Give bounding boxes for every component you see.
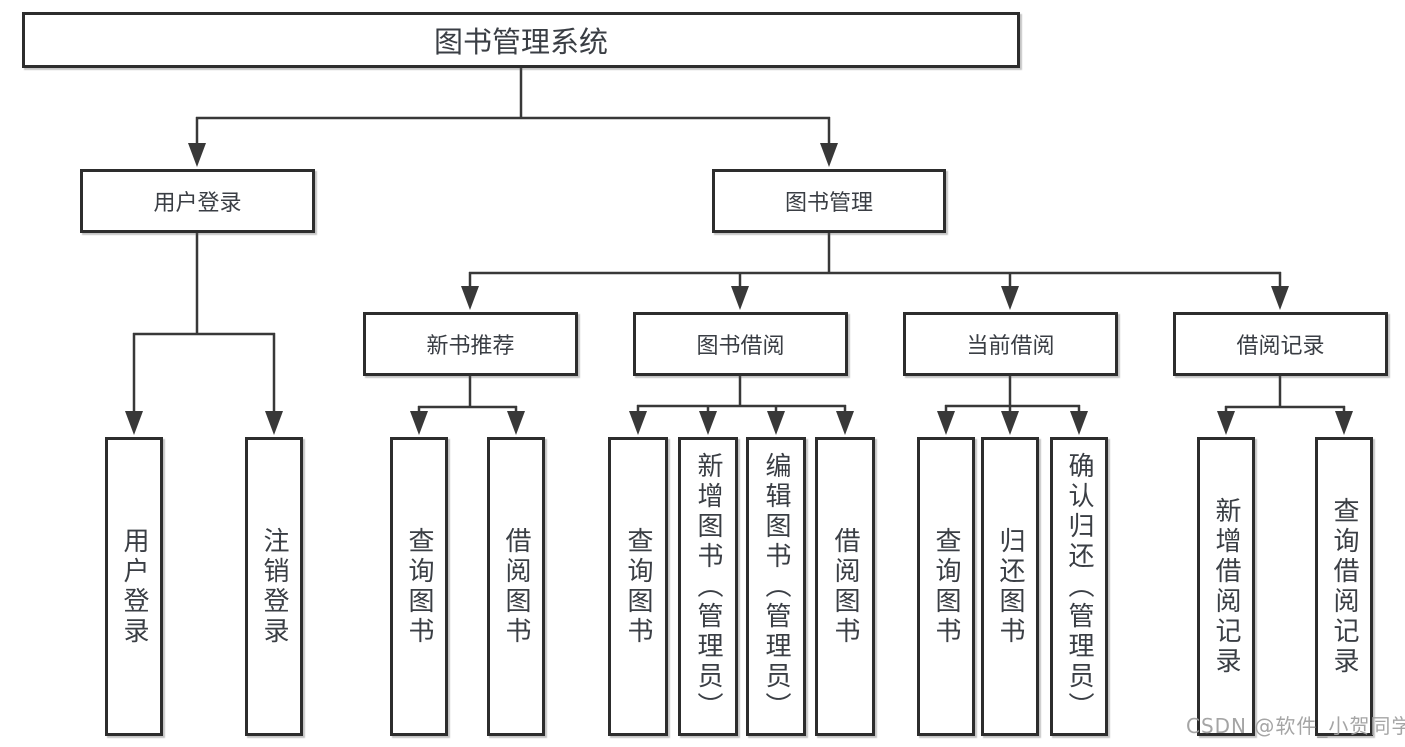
- arrow-down-icon: [731, 286, 749, 310]
- node-library-management-system: 图书管理系统: [22, 12, 1020, 68]
- arrow-down-icon: [1217, 411, 1235, 435]
- leaf-borrow-books-borrowing: 借阅图书: [815, 437, 875, 736]
- arrow-down-icon: [767, 411, 785, 435]
- arrow-down-icon: [937, 411, 955, 435]
- arrow-down-icon: [188, 143, 206, 167]
- node-book-management: 图书管理: [712, 169, 946, 233]
- arrow-down-icon: [507, 411, 525, 435]
- connector-root-to-branches: [188, 68, 838, 167]
- arrow-down-icon: [836, 411, 854, 435]
- leaf-add-book-admin: 新增图书（管理员）: [678, 437, 738, 736]
- leaf-return-books: 归还图书: [981, 437, 1039, 736]
- connector-book-management-sections: [461, 233, 1289, 310]
- arrow-down-icon: [1271, 286, 1289, 310]
- leaf-confirm-return-admin: 确认归还（管理员）: [1050, 437, 1108, 736]
- arrow-down-icon: [125, 411, 143, 435]
- node-user-login: 用户登录: [80, 169, 315, 233]
- leaf-query-books-borrowing: 查询图书: [608, 437, 668, 736]
- arrow-down-icon: [1335, 411, 1353, 435]
- node-borrowing-records: 借阅记录: [1173, 312, 1388, 376]
- leaf-query-borrow-record: 查询借阅记录: [1315, 437, 1373, 736]
- arrow-down-icon: [699, 411, 717, 435]
- arrow-down-icon: [1001, 411, 1019, 435]
- connector-new-book-children: [410, 376, 525, 435]
- leaf-query-books-recommend: 查询图书: [390, 437, 448, 736]
- leaf-edit-book-admin: 编辑图书（管理员）: [746, 437, 806, 736]
- node-book-borrowing: 图书借阅: [633, 312, 848, 376]
- arrow-down-icon: [410, 411, 428, 435]
- leaf-borrow-books-recommend: 借阅图书: [487, 437, 545, 736]
- arrow-down-icon: [1001, 286, 1019, 310]
- connector-user-login-children: [125, 233, 283, 435]
- leaf-logout: 注销登录: [245, 437, 303, 736]
- node-new-book-recommendation: 新书推荐: [363, 312, 578, 376]
- leaf-add-borrow-record: 新增借阅记录: [1197, 437, 1255, 736]
- leaf-query-books-current: 查询图书: [917, 437, 975, 736]
- arrow-down-icon: [629, 411, 647, 435]
- node-current-borrowing: 当前借阅: [903, 312, 1118, 376]
- arrow-down-icon: [461, 286, 479, 310]
- connector-book-borrowing-children: [629, 376, 854, 435]
- leaf-user-login: 用户登录: [105, 437, 163, 736]
- watermark-text: CSDN @软件_小贺同学: [1186, 714, 1405, 738]
- arrow-down-icon: [1070, 411, 1088, 435]
- connector-current-borrowing-children: [937, 376, 1088, 435]
- arrow-down-icon: [265, 411, 283, 435]
- arrow-down-icon: [820, 143, 838, 167]
- connector-borrowing-records-children: [1217, 376, 1353, 435]
